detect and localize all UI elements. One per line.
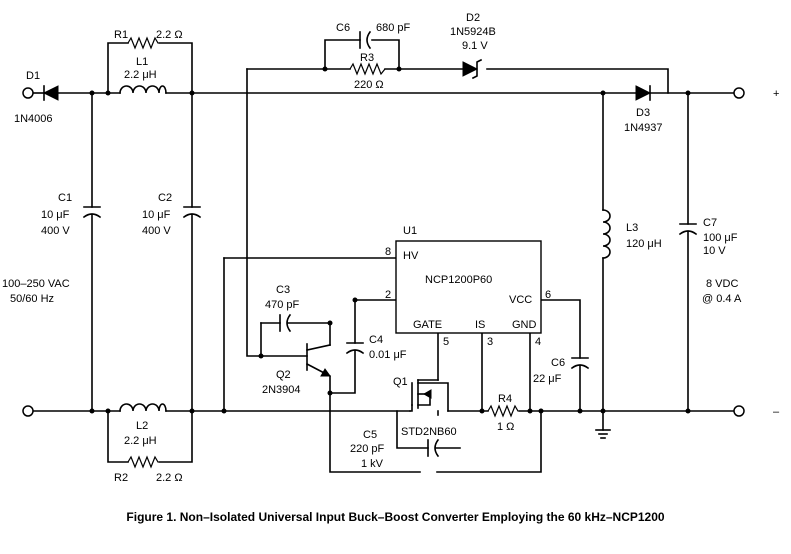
output-plus: + (773, 88, 779, 100)
q2-ref: Q2 (276, 369, 291, 381)
d3-part: 1N4937 (624, 122, 663, 134)
r3-value: 220 Ω (354, 79, 384, 91)
u1-pin6-number: 6 (545, 289, 551, 301)
c6-22uf-ref: C6 (551, 357, 565, 369)
transistor-q2 (305, 343, 331, 394)
capacitor-c6-22uf (570, 357, 590, 370)
c5-value: 220 pF (350, 443, 385, 455)
diode-d1 (42, 85, 59, 101)
ac-input-bottom-terminal (22, 405, 34, 417)
capacitor-c1 (82, 206, 102, 219)
u1-pin4-number: 4 (535, 336, 541, 348)
transistor-q1 (409, 379, 449, 412)
output-voltage: 8 VDC (706, 278, 738, 290)
terminals (22, 87, 745, 417)
q1-part: STD2NB60 (401, 426, 457, 438)
l1-value: 2.2 μH (124, 69, 157, 81)
c7-value: 100 μF (703, 232, 738, 244)
u1-pin8-number: 8 (385, 246, 391, 258)
input-frequency: 50/60 Hz (10, 293, 54, 305)
u1-pin-is: IS (475, 319, 485, 331)
diode-d3 (635, 85, 652, 101)
resistor-r3 (349, 62, 386, 76)
c6-680pf-ref: C6 (336, 22, 350, 34)
c3-value: 470 pF (265, 299, 300, 311)
d2-value: 9.1 V (462, 40, 488, 52)
capacitor-c4 (345, 342, 365, 355)
junction-dots (89, 66, 691, 414)
output-minus: – (773, 406, 780, 418)
c2-ref: C2 (158, 192, 172, 204)
u1-ref: U1 (403, 225, 417, 237)
capacitor-c5 (427, 438, 440, 458)
l3-ref: L3 (626, 222, 638, 234)
r1-ref: R1 (114, 29, 128, 41)
resistor-r1 (127, 36, 160, 50)
u1-pin5-number: 5 (443, 336, 449, 348)
c1-rating: 400 V (41, 225, 70, 237)
capacitor-c7 (678, 223, 698, 236)
u1-pin2-number: 2 (385, 289, 391, 301)
d1-ref: D1 (26, 70, 40, 82)
u1-pin3-number: 3 (487, 336, 493, 348)
input-voltage: 100–250 VAC (2, 278, 70, 290)
q2-part: 2N3904 (262, 384, 301, 396)
q1-ref: Q1 (393, 376, 408, 388)
ground-symbol (595, 429, 611, 439)
zener-d2 (462, 58, 483, 80)
inductor-l3 (602, 209, 611, 259)
c2-value: 10 μF (142, 209, 171, 221)
c7-rating: 10 V (703, 245, 726, 257)
u1-pin-hv: HV (403, 250, 419, 262)
inductor-l1 (119, 85, 167, 94)
r2-value: 2.2 Ω (156, 472, 183, 484)
inductor-l2 (119, 403, 167, 412)
r1-value: 2.2 Ω (156, 29, 183, 41)
c6-680pf-value: 680 pF (376, 22, 411, 34)
c4-value: 0.01 μF (369, 349, 407, 361)
c4-ref: C4 (369, 334, 383, 346)
d2-ref: D2 (466, 12, 480, 24)
l3-value: 120 μH (626, 238, 662, 250)
c5-rating: 1 kV (361, 458, 384, 470)
u1-pin-gnd: GND (512, 319, 537, 331)
c1-ref: C1 (58, 192, 72, 204)
capacitor-c2 (182, 206, 202, 219)
c5-ref: C5 (363, 429, 377, 441)
l2-ref: L2 (136, 420, 148, 432)
resistor-r2 (127, 455, 160, 469)
ac-input-top-terminal (22, 87, 34, 99)
c7-ref: C7 (703, 217, 717, 229)
figure-caption: Figure 1. Non–Isolated Universal Input B… (126, 510, 665, 524)
l1-ref: L1 (136, 56, 148, 68)
u1-part: NCP1200P60 (425, 274, 492, 286)
l2-value: 2.2 μH (124, 435, 157, 447)
capacitor-c6-680pf (359, 30, 372, 50)
c1-value: 10 μF (41, 209, 70, 221)
labels: D1 1N4006 R1 2.2 Ω L1 2.2 μH C1 10 μF 40… (2, 12, 780, 484)
d2-part: 1N5924B (450, 26, 496, 38)
d1-part: 1N4006 (14, 113, 53, 125)
capacitor-c3 (279, 313, 292, 333)
u1-pin-gate: GATE (413, 319, 442, 331)
output-minus-terminal (733, 405, 745, 417)
wires (32, 39, 735, 473)
d3-ref: D3 (636, 107, 650, 119)
resistor-r4 (487, 404, 520, 418)
r3-ref: R3 (360, 52, 374, 64)
u1-pin-vcc: VCC (509, 294, 532, 306)
r4-ref: R4 (498, 393, 512, 405)
c6-22uf-value: 22 μF (533, 373, 562, 385)
output-plus-terminal (733, 87, 745, 99)
output-current: @ 0.4 A (702, 293, 742, 305)
c2-rating: 400 V (142, 225, 171, 237)
c3-ref: C3 (276, 284, 290, 296)
ic-u1-body (395, 240, 542, 334)
r2-ref: R2 (114, 472, 128, 484)
r4-value: 1 Ω (497, 421, 514, 433)
